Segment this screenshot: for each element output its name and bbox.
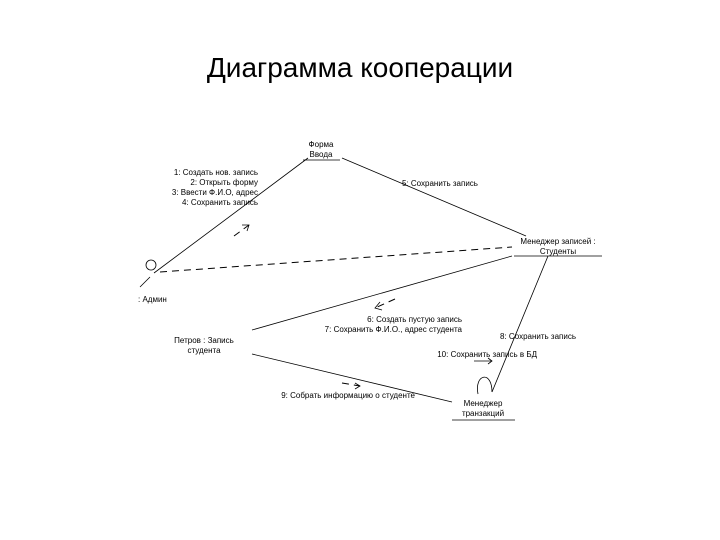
message-2: 2: Открыть форму bbox=[190, 178, 258, 187]
message-4: 4: Сохранить запись bbox=[182, 198, 258, 207]
object-record-manager-line1: Менеджер записей : bbox=[520, 237, 595, 246]
page-title: Диаграмма кооперации bbox=[206, 52, 514, 83]
message-7: 7: Сохранить Ф.И.О., адрес студента bbox=[325, 325, 463, 334]
object-student-record-line2: студента bbox=[187, 346, 221, 355]
link-form-record-manager bbox=[341, 157, 527, 237]
message-10: 10: Сохранить запись в БД bbox=[437, 350, 537, 359]
object-form-line2: Ввода bbox=[310, 150, 333, 159]
link-actor-record-manager bbox=[159, 246, 513, 273]
object-form-line1: Форма bbox=[309, 140, 334, 149]
message-8: 8: Сохранить запись bbox=[500, 332, 576, 341]
arrow-messages-6-7 bbox=[374, 298, 396, 311]
message-9: 9: Собрать информацию о студенте bbox=[281, 391, 415, 400]
object-transaction-manager-line1: Менеджер bbox=[464, 399, 503, 408]
link-actor-form bbox=[153, 157, 309, 274]
arrow-message-10 bbox=[474, 357, 493, 365]
object-record-manager[interactable]: Менеджер записей : Студенты bbox=[514, 237, 602, 257]
actor-body bbox=[139, 276, 151, 288]
arrow-message-9 bbox=[341, 382, 361, 390]
object-transaction-manager[interactable]: Менеджер транзакций bbox=[452, 399, 515, 421]
link-record-manager-transaction-manager bbox=[491, 255, 549, 393]
object-form[interactable]: Форма Ввода bbox=[303, 140, 340, 161]
object-student-record-line1: Петров : Запись bbox=[174, 336, 234, 345]
message-3: 3: Ввести Ф.И.О, адрес bbox=[172, 188, 258, 197]
actor-label: : Админ bbox=[138, 295, 167, 304]
arrow-messages-1-4 bbox=[233, 224, 250, 237]
message-5: 5: Сохранить запись bbox=[402, 179, 478, 188]
object-student-record[interactable]: Петров : Запись студента bbox=[174, 336, 234, 355]
link-record-manager-student-record bbox=[251, 255, 513, 331]
object-transaction-manager-line2: транзакций bbox=[462, 409, 504, 418]
message-6: 6: Создать пустую запись bbox=[367, 315, 462, 324]
link-student-record-transaction-manager bbox=[251, 353, 453, 403]
actor-admin[interactable] bbox=[139, 259, 157, 288]
object-record-manager-line2: Студенты bbox=[540, 247, 576, 256]
actor-head-icon bbox=[145, 259, 157, 271]
message-1: 1: Создать нов. запись bbox=[174, 168, 258, 177]
self-loop bbox=[477, 376, 493, 395]
